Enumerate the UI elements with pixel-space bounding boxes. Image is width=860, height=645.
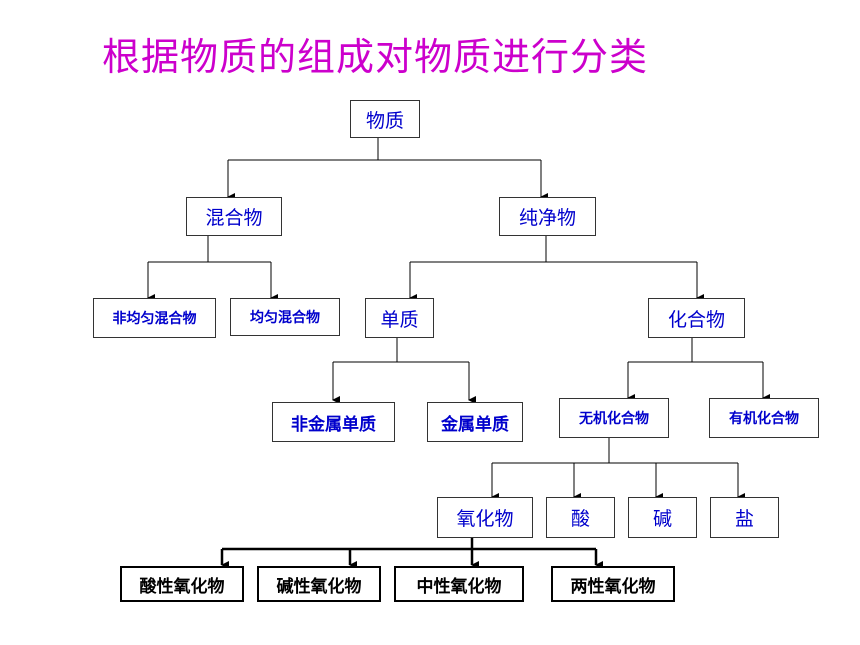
node-base: 碱: [628, 497, 697, 538]
node-compound: 化合物: [648, 298, 745, 338]
node-acidic-oxide: 酸性氧化物: [120, 566, 244, 602]
node-organic-compound: 有机化合物: [709, 398, 819, 438]
node-homogeneous-mixture: 均匀混合物: [230, 298, 340, 336]
node-neutral-oxide: 中性氧化物: [394, 566, 524, 602]
node-matter: 物质: [350, 100, 420, 138]
node-basic-oxide: 碱性氧化物: [257, 566, 381, 602]
node-metal-element: 金属单质: [427, 402, 523, 442]
node-pure-substance: 纯净物: [499, 197, 596, 236]
node-salt: 盐: [710, 497, 779, 538]
node-amphoteric-oxide: 两性氧化物: [551, 566, 675, 602]
node-nonmetal-element: 非金属单质: [272, 402, 395, 442]
node-oxide: 氧化物: [437, 497, 533, 538]
node-acid: 酸: [546, 497, 615, 538]
page-title: 根据物质的组成对物质进行分类: [102, 35, 649, 79]
node-element: 单质: [365, 298, 434, 338]
node-inorganic-compound: 无机化合物: [559, 398, 669, 438]
node-heterogeneous-mixture: 非均匀混合物: [93, 298, 216, 338]
node-mixture: 混合物: [186, 197, 282, 236]
